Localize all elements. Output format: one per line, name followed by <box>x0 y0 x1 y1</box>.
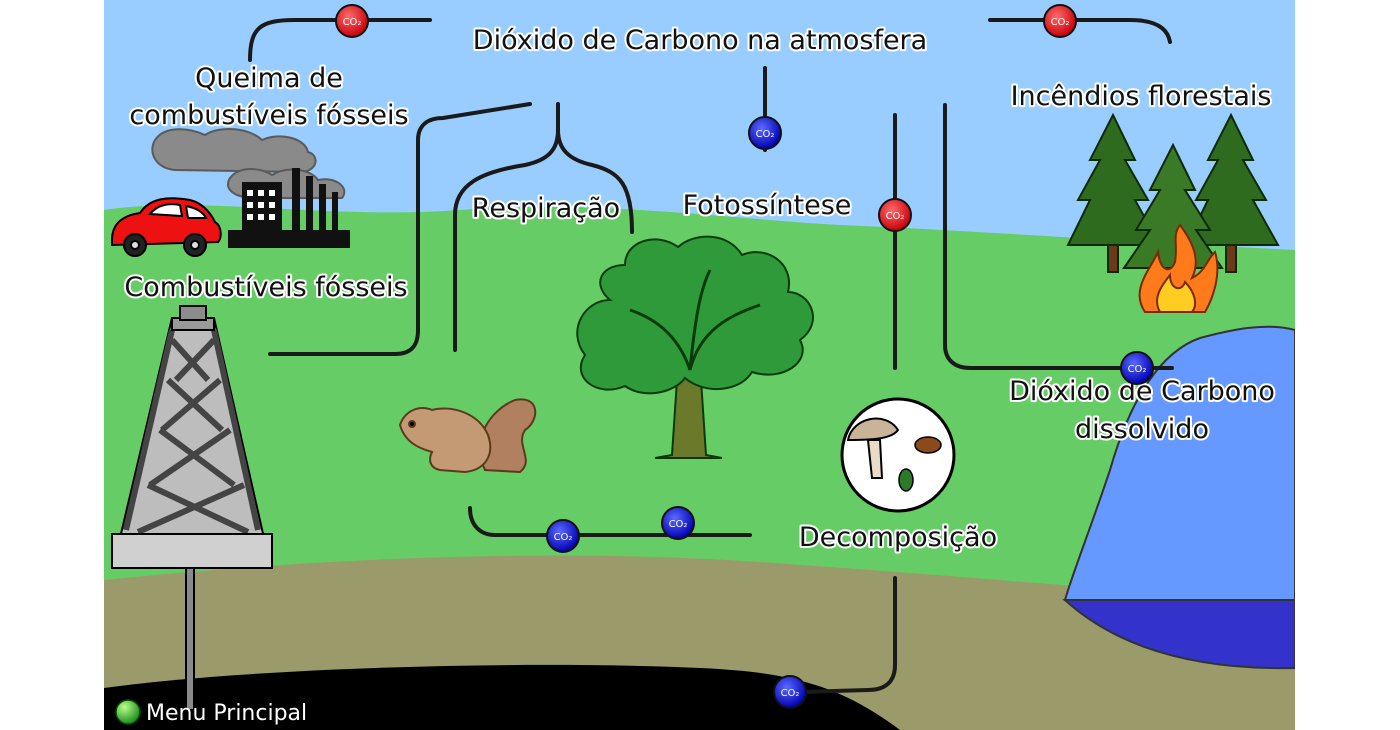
co2-badge-absorb: CO₂ <box>661 506 695 540</box>
svg-text:CO₂: CO₂ <box>886 211 905 222</box>
svg-text:CO₂: CO₂ <box>781 688 800 699</box>
squirrel-icon <box>398 398 537 474</box>
label-burning-line2: combustíveis fósseis <box>129 100 408 131</box>
oil-derrick-icon <box>111 305 273 711</box>
fire-icon <box>1138 223 1219 313</box>
co2-badge-absorb: CO₂ <box>546 519 580 553</box>
tree-icon <box>576 235 814 459</box>
svg-text:CO₂: CO₂ <box>1128 364 1147 375</box>
co2-badge-release: CO₂ <box>1043 4 1077 38</box>
svg-text:CO₂: CO₂ <box>343 17 362 28</box>
main-menu-button[interactable]: Menu Principal <box>115 699 307 726</box>
lake <box>1063 325 1295 601</box>
svg-text:CO₂: CO₂ <box>1051 17 1070 28</box>
main-menu-label: Menu Principal <box>146 701 307 726</box>
oil-deposit <box>104 664 900 730</box>
decomposers-icon <box>840 397 956 513</box>
label-photosynthesis: Fotossíntese <box>683 190 852 221</box>
co2-badge-absorb: CO₂ <box>748 116 782 150</box>
label-respiration: Respiração <box>472 193 620 224</box>
lake-deep <box>1062 599 1295 670</box>
label-forest-fires: Incêndios florestais <box>1011 81 1272 112</box>
menu-bullet-icon <box>115 699 141 725</box>
label-burning-line1: Queima de <box>195 63 343 94</box>
svg-text:CO₂: CO₂ <box>669 519 688 530</box>
label-dissolved-line2: dissolvido <box>1075 414 1209 445</box>
label-fossil-fuels: Combustíveis fósseis <box>124 272 407 303</box>
co2-badge-release: CO₂ <box>878 198 912 232</box>
label-atmosphere: Dióxido de Carbono na atmosfera <box>473 25 927 56</box>
label-decomposition: Decomposição <box>799 522 997 553</box>
co2-badge-release: CO₂ <box>335 4 369 38</box>
factory-icon <box>228 168 350 248</box>
car-icon <box>111 197 222 257</box>
carbon-flow-lines <box>248 18 1174 694</box>
svg-text:CO₂: CO₂ <box>554 532 573 543</box>
co2-badge-absorb: CO₂ <box>773 675 807 709</box>
co2-badge-absorb: CO₂ <box>1120 351 1154 385</box>
svg-text:CO₂: CO₂ <box>756 129 775 140</box>
